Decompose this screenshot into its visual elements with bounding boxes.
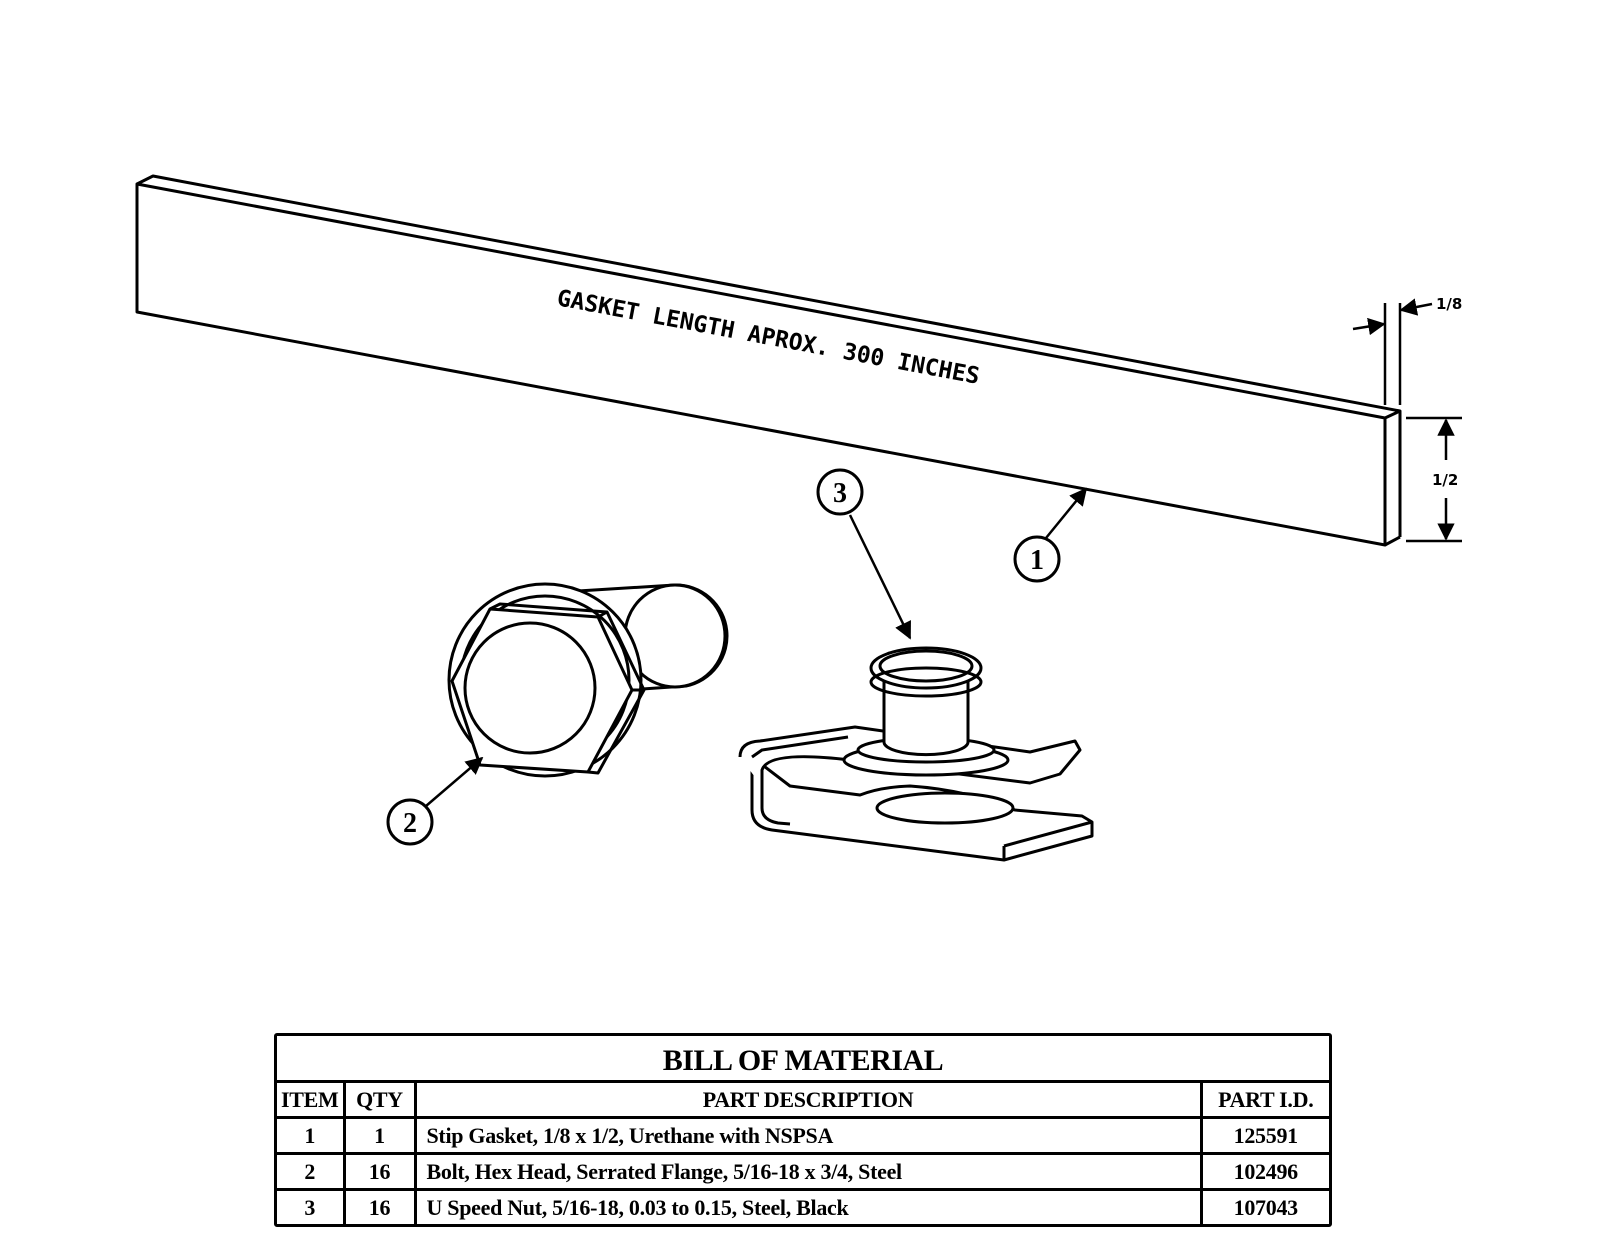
- cell-qty: 16: [344, 1189, 417, 1224]
- table-row: 1 1 Stip Gasket, 1/8 x 1/2, Urethane wit…: [277, 1117, 1329, 1155]
- callout-1-label: 1: [1030, 545, 1044, 576]
- dimension-width: [1406, 416, 1462, 543]
- callout-2: 2: [386, 756, 484, 846]
- header-description: PART DESCRIPTION: [415, 1083, 1203, 1119]
- gasket-strip: [135, 174, 1402, 547]
- cell-part-id: 102496: [1201, 1153, 1329, 1191]
- table-row: 3 16 U Speed Nut, 5/16-18, 0.03 to 0.15,…: [277, 1189, 1329, 1224]
- cell-item: 3: [277, 1189, 346, 1224]
- cell-qty: 16: [344, 1153, 417, 1191]
- bom-header-row: ITEM QTY PART DESCRIPTION PART I.D.: [277, 1083, 1329, 1119]
- cell-description: Bolt, Hex Head, Serrated Flange, 5/16-18…: [415, 1153, 1203, 1191]
- cell-item: 2: [277, 1153, 346, 1191]
- cell-part-id: 125591: [1201, 1117, 1329, 1155]
- cell-description: U Speed Nut, 5/16-18, 0.03 to 0.15, Stee…: [415, 1189, 1203, 1224]
- u-speed-nut: [738, 646, 1094, 862]
- table-row: 2 16 Bolt, Hex Head, Serrated Flange, 5/…: [277, 1153, 1329, 1191]
- dimension-thickness: [1352, 298, 1433, 405]
- cell-item: 1: [277, 1117, 346, 1155]
- header-item: ITEM: [277, 1083, 346, 1119]
- dimension-thickness-label: 1/8: [1436, 295, 1462, 313]
- dimension-width-label: 1/2: [1432, 471, 1458, 489]
- hex-bolt: [447, 582, 729, 778]
- bom-title: BILL OF MATERIAL: [277, 1036, 1329, 1083]
- bill-of-material: BILL OF MATERIAL ITEM QTY PART DESCRIPTI…: [274, 1033, 1332, 1227]
- cell-qty: 1: [344, 1117, 417, 1155]
- cell-description: Stip Gasket, 1/8 x 1/2, Urethane with NS…: [415, 1117, 1203, 1155]
- bom-table: ITEM QTY PART DESCRIPTION PART I.D. 1 1 …: [277, 1083, 1329, 1224]
- cell-part-id: 107043: [1233, 1194, 1299, 1220]
- header-qty: QTY: [344, 1083, 417, 1119]
- callout-3-label: 3: [833, 478, 847, 509]
- callout-3: 3: [816, 468, 912, 640]
- callout-1: 1: [1013, 487, 1088, 583]
- callout-2-label: 2: [403, 808, 417, 839]
- header-part-id: PART I.D.: [1201, 1083, 1329, 1119]
